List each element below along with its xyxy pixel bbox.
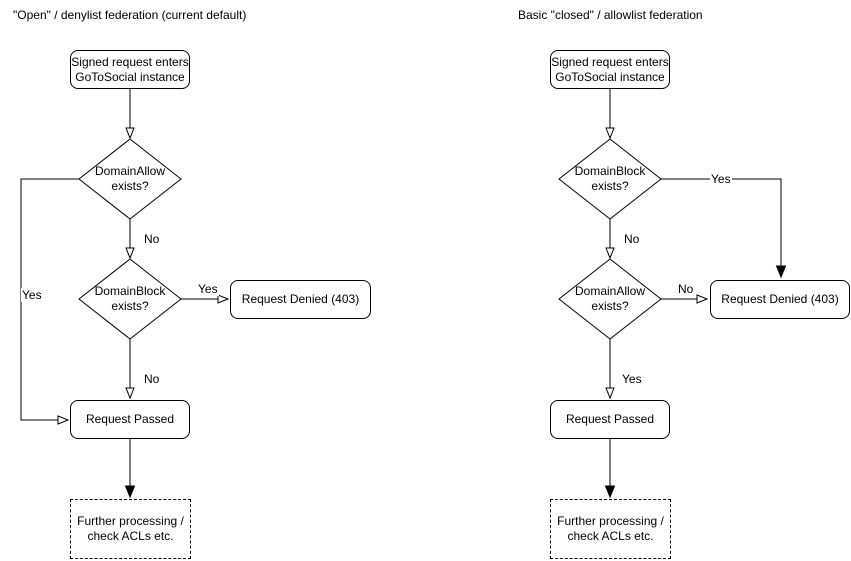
- left-edge-label-decision2-yes: Yes: [197, 282, 219, 296]
- diagram-title-right: Basic "closed" / allowlist federation: [518, 8, 703, 22]
- right-further-processing-text-line1: Further processing /: [557, 514, 664, 528]
- left-start-node-text-line2: GoToSocial instance: [75, 69, 185, 84]
- right-start-node-text-line2: GoToSocial instance: [555, 69, 665, 84]
- left-denied-node-text: Request Denied (403): [241, 292, 360, 306]
- left-decision2-diamond-shape: [78, 258, 182, 340]
- right-decision2-diamond-shape: [558, 258, 662, 340]
- left-further-processing-text-line1: Further processing /: [77, 514, 184, 528]
- right-passed-node-text: Request Passed: [565, 412, 655, 426]
- right-edge-label-decision2-yes: Yes: [621, 372, 643, 386]
- right-edge-label-decision2-no: No: [677, 282, 695, 296]
- right-decision1-diamond-shape: [558, 138, 662, 220]
- right-passed-node: Request Passed: [550, 400, 670, 439]
- right-start-node-text-line1: Signed request enters: [551, 54, 669, 69]
- right-denied-node-text: Request Denied (403): [721, 292, 839, 306]
- right-connector-decision1-yes-to-denied: [661, 178, 781, 277]
- right-further-processing-node: Further processing / check ACLs etc.: [550, 499, 671, 559]
- left-passed-node: Request Passed: [70, 400, 190, 439]
- left-edge-label-decision1-yes: Yes: [21, 288, 43, 302]
- left-further-processing-text-line2: check ACLs etc.: [87, 529, 174, 543]
- left-start-node: Signed request enters GoToSocial instanc…: [70, 50, 190, 89]
- right-edge-label-decision1-yes: Yes: [710, 172, 732, 186]
- right-start-node: Signed request enters GoToSocial instanc…: [550, 50, 670, 89]
- left-edge-label-decision2-no: No: [143, 372, 161, 386]
- left-denied-node: Request Denied (403): [230, 280, 371, 319]
- left-passed-node-text: Request Passed: [85, 412, 175, 426]
- right-denied-node: Request Denied (403): [710, 280, 850, 319]
- diagram-title-left: "Open" / denylist federation (current de…: [13, 8, 247, 22]
- right-edge-label-decision1-no: No: [623, 232, 641, 246]
- left-start-node-text-line1: Signed request enters: [71, 54, 189, 69]
- left-edge-label-decision1-no: No: [143, 232, 161, 246]
- left-further-processing-node: Further processing / check ACLs etc.: [70, 499, 191, 559]
- right-further-processing-text-line2: check ACLs etc.: [567, 529, 654, 543]
- left-decision1-diamond-shape: [78, 138, 182, 220]
